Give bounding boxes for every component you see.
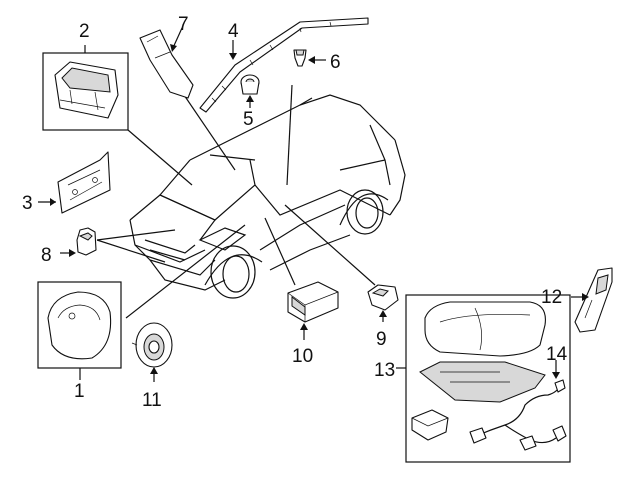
- callout-8: 8: [41, 245, 52, 266]
- vehicle-outline: [129, 94, 406, 299]
- part-3-mounting-bracket: [38, 151, 111, 214]
- callout-13: 13: [374, 360, 395, 381]
- callout-14: 14: [546, 344, 568, 365]
- leader-line-roof: [286, 84, 293, 186]
- part-1-driver-airbag: [37, 281, 122, 380]
- leader-line-10: [264, 217, 296, 286]
- leader-line-8a: [96, 239, 166, 263]
- part-9-side-sensor: [367, 284, 399, 322]
- callout-4: 4: [228, 21, 239, 42]
- part-2-passenger-airbag: [42, 45, 129, 131]
- leader-line-9: [284, 204, 376, 286]
- leader-line-8b: [96, 229, 176, 241]
- callout-10: 10: [292, 346, 313, 367]
- part-10-airbag-control-module: [287, 281, 339, 340]
- callout-labels: 2 3 7 4 5 6 8 1 11 10 9 12 13 14: [22, 14, 568, 411]
- part-13-occupant-sensor-assembly: [396, 294, 571, 463]
- callout-11: 11: [142, 390, 162, 411]
- callout-12: 12: [541, 287, 562, 308]
- callout-1: 1: [74, 381, 85, 402]
- part-5-nut: [240, 74, 260, 108]
- leader-lines: [96, 84, 376, 319]
- part-7-side-curtain-end: [139, 27, 194, 99]
- callout-3: 3: [22, 193, 33, 214]
- leader-line-1: [125, 224, 246, 319]
- part-12-seat-side-airbag: [571, 267, 613, 333]
- part-4-curtain-airbag: [199, 17, 369, 113]
- leader-line-7: [181, 91, 236, 171]
- callout-2: 2: [79, 21, 90, 42]
- callout-7: 7: [178, 14, 189, 35]
- callout-6: 6: [330, 52, 341, 73]
- part-8-impact-sensor: [60, 227, 97, 257]
- callout-5: 5: [243, 109, 254, 130]
- callout-9: 9: [376, 329, 387, 350]
- leader-line-2: [127, 129, 193, 186]
- part-11-clockspring: [131, 322, 173, 382]
- part-6-clip: [293, 49, 326, 67]
